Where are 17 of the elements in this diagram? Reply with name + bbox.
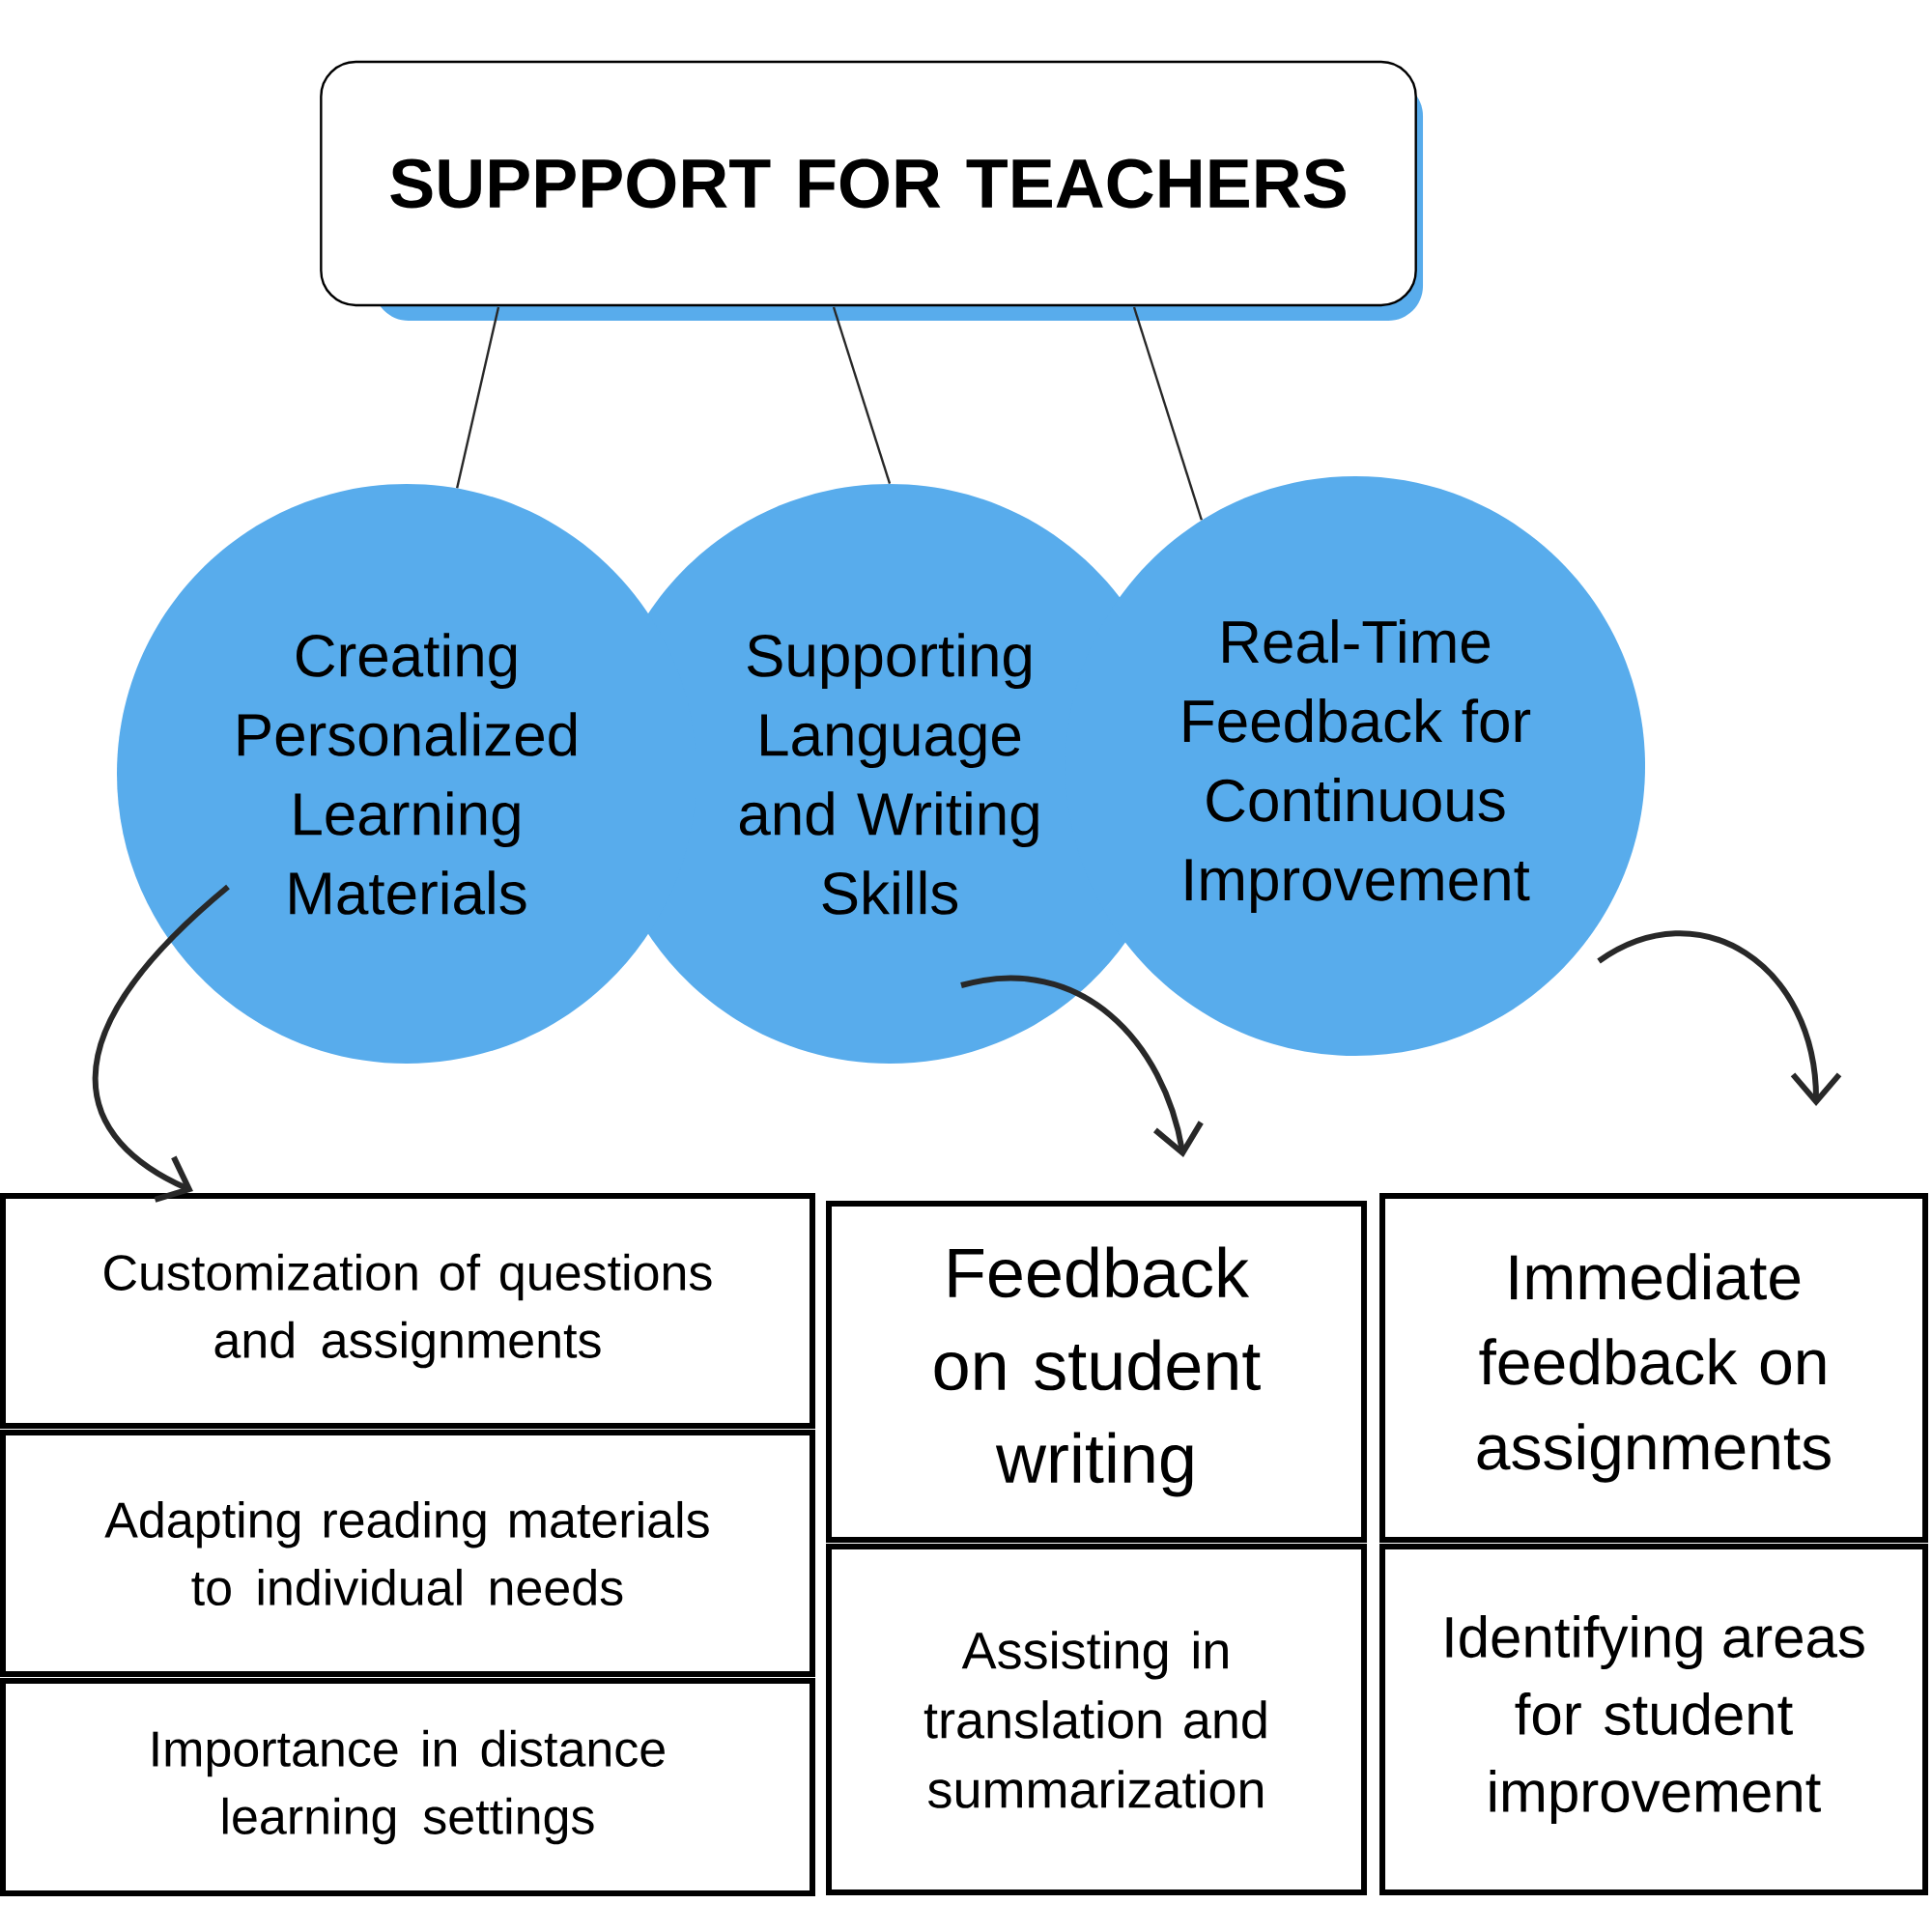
arrow xyxy=(1597,930,1842,1106)
connector-line xyxy=(1132,306,1203,521)
arrow xyxy=(960,975,1204,1157)
node-label: Supporting Language and Writing Skills xyxy=(739,633,1038,915)
table-cell: Importance in distance learning settings xyxy=(0,1678,815,1897)
table-cell: Adapting reading materials to individual needs xyxy=(0,1430,815,1677)
connector-line xyxy=(832,306,892,484)
table-cell: Immediate feedback on assignments xyxy=(1379,1193,1929,1543)
table-cell: Customization of questions and assignments xyxy=(0,1193,815,1429)
node-label: Real-Time Feedback for Continuous Improvement xyxy=(1183,619,1531,913)
table-cell: Feedback on student writing xyxy=(826,1201,1367,1543)
title-box: SUPPPORT FOR TEACHERS xyxy=(320,60,1423,321)
table-cell: Identifying areas for student improvement xyxy=(1379,1544,1929,1895)
arrow xyxy=(92,884,230,1203)
table-cell: Assisting in translation and summarization xyxy=(826,1544,1367,1895)
connector-line xyxy=(456,306,500,489)
node-label: Creating Personalized Learning Materials xyxy=(238,633,577,915)
